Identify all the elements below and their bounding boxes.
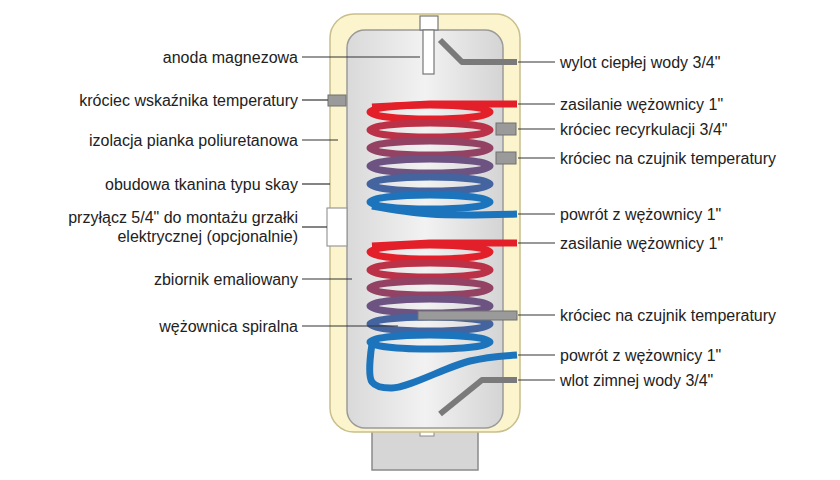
coil-turn [370,105,490,119]
part-label: króciec na czujnik temperatury [560,306,776,325]
part-label: wężownica spiralna [159,317,298,336]
part-label: anoda magnezowa [163,48,298,67]
temp-indicator-port [328,95,346,106]
leader-line [518,103,555,104]
coil-turn [370,159,490,173]
part-label: obudowa tkanina typu skay [105,175,298,194]
cold-water-pipe [440,380,517,414]
part-label: wlot zimnej wody 3/4" [560,371,713,390]
part-label: izolacja pianka poliuretanowa [89,131,298,150]
coil-turn [370,123,490,137]
leader-line [302,139,338,140]
leader-line [518,242,555,243]
leader-line [302,183,330,184]
leader-line [518,128,555,129]
leader-lines [302,57,555,380]
part-label: wylot ciepłej wody 3/4" [560,53,720,72]
part-label: króciec na czujnik temperatury [560,149,776,168]
casing [330,14,520,432]
leader-line [302,56,420,57]
part-label: zbiornik emaliowany [154,270,298,289]
coil-turn [370,281,490,295]
part-label: przyłącz 5/4" do montażu grzałki elektry… [48,208,298,246]
sensor-tube [418,311,517,320]
recirculation-port [496,123,516,135]
coil-turn [370,141,490,155]
part-label: króciec wskaźnika temperatury [79,91,298,110]
anode-rod [423,30,434,74]
part-label: powrót z wężownicy 1" [560,346,721,365]
leader-line [518,157,555,158]
leader-line [302,99,328,100]
part-label: zasilanie wężownicy 1" [560,95,723,114]
anode-plug [420,16,438,30]
leader-line [302,278,352,279]
part-label: króciec recyrkulacji 3/4" [560,120,728,139]
leader-line [518,379,555,380]
leader-line [518,354,555,355]
part-label: powrót z wężownicy 1" [560,205,721,224]
leader-line [518,61,555,62]
coil-return-pipe [372,206,517,215]
coil-turn [370,245,490,259]
coils [370,104,517,388]
leader-line [518,213,555,214]
coil-turn [370,335,490,349]
sensor-port [496,152,516,164]
coil-turn [370,177,490,191]
leader-line [302,226,327,227]
leader-line [518,314,555,315]
part-label: zasilanie wężownicy 1" [560,234,723,253]
heater-port [327,208,347,246]
hot-water-pipe [440,40,517,62]
coil-turn [370,263,490,277]
leader-line [302,325,398,326]
